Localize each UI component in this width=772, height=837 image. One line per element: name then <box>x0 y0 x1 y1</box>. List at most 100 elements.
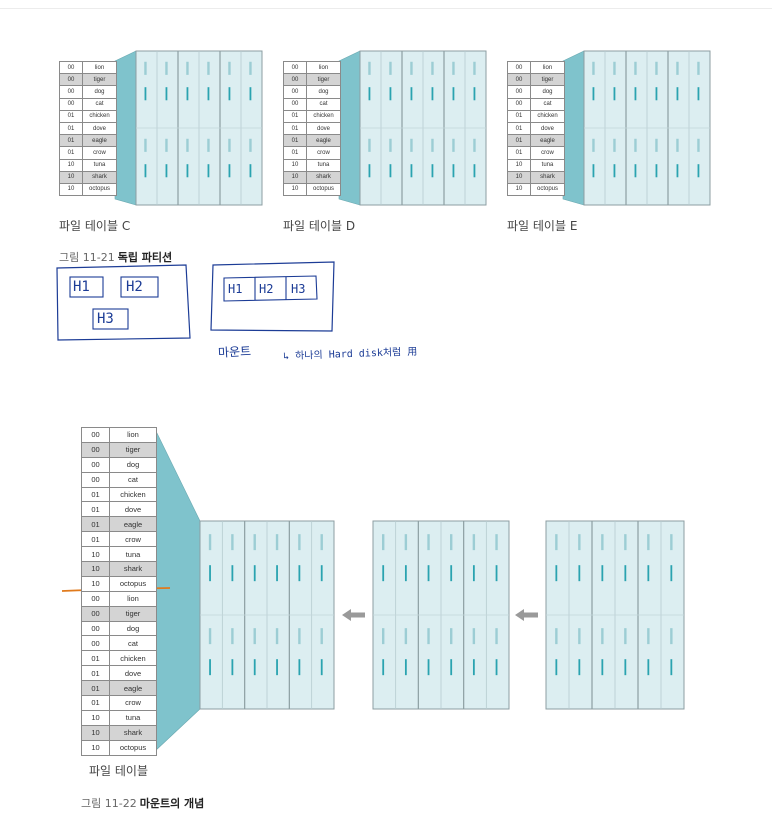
file-name-cell: tuna <box>306 158 341 172</box>
drawer-handle-icon <box>427 659 430 676</box>
partition-code-cell: 00 <box>81 620 110 637</box>
label-slot-icon <box>253 534 256 551</box>
mount-wedge <box>153 426 201 753</box>
drawer-handle-icon <box>624 659 627 676</box>
file-name-cell: shark <box>306 170 341 184</box>
file-name-cell: shark <box>530 170 565 184</box>
drawer-handle-icon <box>473 164 476 178</box>
drawer-handle-icon <box>404 659 407 676</box>
label-slot-icon <box>578 628 581 645</box>
file-name-cell: crow <box>109 695 157 711</box>
label-slot-icon <box>165 61 168 75</box>
file-name-cell: crow <box>82 146 117 160</box>
label-slot-icon <box>452 138 455 152</box>
partition-code-cell: 00 <box>283 73 307 87</box>
partition-code-cell: 00 <box>507 85 531 99</box>
top-divider <box>0 8 772 9</box>
label-slot-icon <box>207 138 210 152</box>
hw-box-h1 <box>69 276 104 298</box>
file-name-cell: tuna <box>109 709 157 726</box>
drawer-handle-icon <box>144 87 147 101</box>
partition-code-cell: 00 <box>507 73 531 87</box>
file-name-cell: lion <box>82 60 117 75</box>
label-slot-icon <box>592 61 595 75</box>
file-name-cell: dog <box>82 85 117 99</box>
file-name-cell: shark <box>109 561 157 577</box>
file-name-cell: dove <box>530 121 565 136</box>
partition-code-cell: 10 <box>283 182 307 197</box>
partition-code-cell: 01 <box>59 109 83 123</box>
drawer-handle-icon <box>186 87 189 101</box>
file-name-cell: eagle <box>530 134 565 148</box>
figure-number: 그림 11-22 <box>81 797 137 810</box>
label-slot-icon <box>208 534 212 551</box>
file-name-cell: chicken <box>306 109 341 123</box>
drawer-handle-icon <box>186 164 189 178</box>
label-slot-icon <box>186 138 189 152</box>
partition-code-cell: 00 <box>81 456 110 473</box>
partition-code-cell: 10 <box>81 561 110 577</box>
label-slot-icon <box>452 61 455 75</box>
partition-code-cell: 00 <box>81 471 110 488</box>
hw-box-2 <box>210 261 335 332</box>
label-slot-icon <box>647 534 650 551</box>
drawer-handle-icon <box>634 164 637 178</box>
label-slot-icon <box>404 628 408 645</box>
partition-code-cell: 00 <box>507 60 531 75</box>
partition-code-cell: 00 <box>81 605 110 622</box>
file-name-cell: chicken <box>530 109 565 123</box>
drawer-handle-icon <box>320 659 323 676</box>
drawer-handle-icon <box>368 164 371 178</box>
file-name-cell: shark <box>82 170 117 184</box>
partition-code-cell: 10 <box>81 724 110 741</box>
partition-code-cell: 01 <box>507 109 531 123</box>
file-name-cell: lion <box>306 60 341 75</box>
drawer-handle-icon <box>555 565 558 582</box>
label-slot-icon <box>634 138 637 152</box>
label-slot-icon <box>298 534 301 551</box>
label-slot-icon <box>697 61 700 75</box>
label-slot-icon <box>592 138 595 152</box>
partition-code-cell: 10 <box>507 158 531 172</box>
label-slot-icon <box>676 138 679 152</box>
file-name-cell: eagle <box>109 680 157 697</box>
label-slot-icon <box>228 61 231 75</box>
file-name-cell: dog <box>530 85 565 99</box>
label-slot-icon <box>495 534 498 551</box>
drawer-handle-icon <box>697 164 700 178</box>
partition-code-cell: 10 <box>59 170 83 184</box>
hw-box2-h1: H1 <box>228 282 243 296</box>
drawer-handle-icon <box>276 565 278 582</box>
drawer-handle-icon <box>389 87 392 101</box>
figure-title: 독립 파티션 <box>117 251 173 264</box>
file-name-cell: tiger <box>82 73 117 87</box>
label-slot-icon <box>208 628 212 645</box>
drawer-handle-icon <box>389 164 392 178</box>
file-name-cell: tiger <box>530 73 565 87</box>
label-slot-icon <box>427 628 430 645</box>
drawer-handle-icon <box>655 87 658 101</box>
file-name-cell: dove <box>82 121 117 136</box>
file-name-cell: lion <box>530 60 565 75</box>
label-slot-icon <box>382 628 385 645</box>
